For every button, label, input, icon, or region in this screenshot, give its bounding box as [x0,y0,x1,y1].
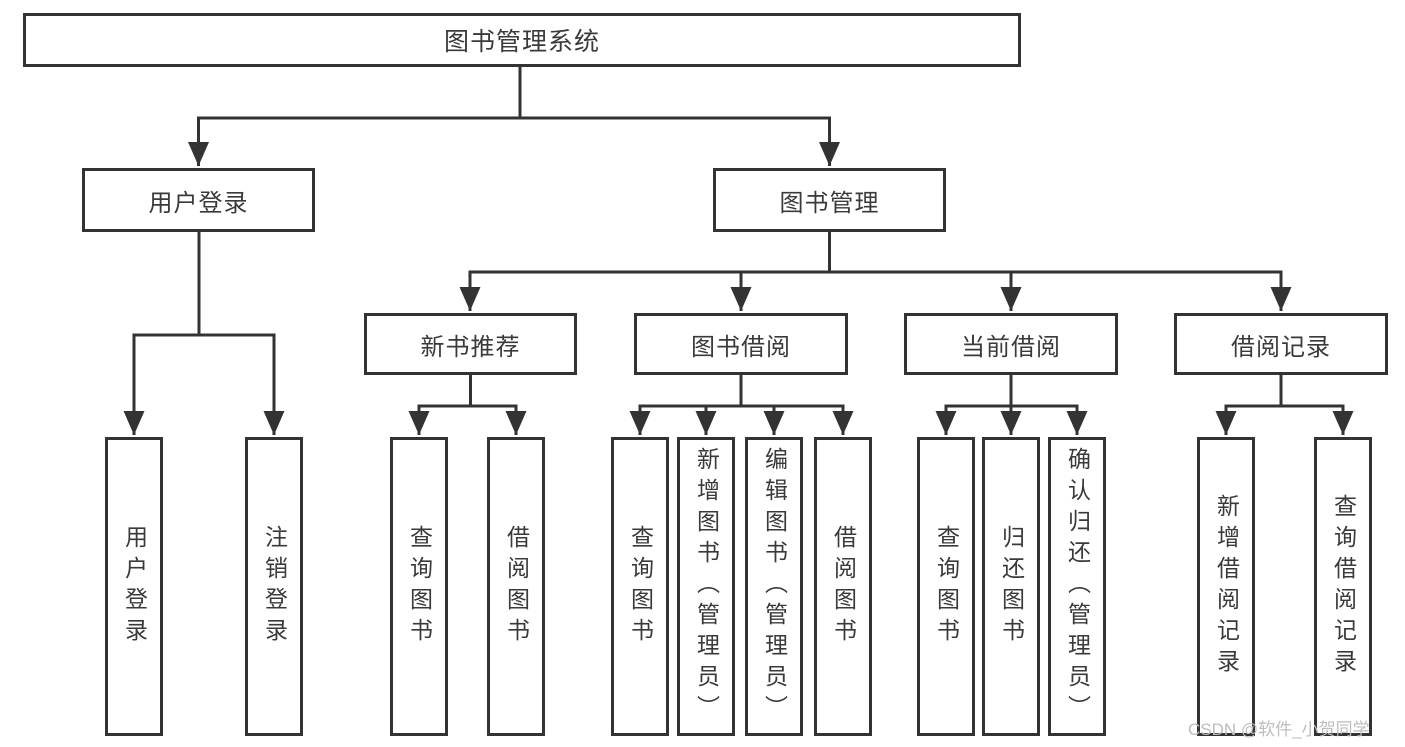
leaf-add-books-admin: 新增图书（管理员） [677,437,735,736]
node-book-borrowing: 图书借阅 [634,313,848,375]
node-current-borrowing: 当前借阅 [904,313,1118,375]
leaf-query-books: 查询图书 [917,437,975,736]
leaf-borrow-books: 借阅图书 [814,437,872,736]
leaf-query-borrow-record: 查询借阅记录 [1314,437,1372,736]
leaf-borrow-books: 借阅图书 [487,437,545,736]
leaf-user-login: 用户登录 [105,437,163,736]
leaf-edit-books-admin: 编辑图书（管理员） [745,437,803,736]
csdn-watermark: CSDN @软件_小贺同学 [1188,720,1370,739]
leaf-return-books: 归还图书 [982,437,1040,736]
leaf-logout: 注销登录 [245,437,303,736]
node-book-management: 图书管理 [713,168,946,232]
node-borrowing-records: 借阅记录 [1174,313,1388,375]
node-new-book-recommend: 新书推荐 [364,313,577,375]
leaf-confirm-return-admin: 确认归还（管理员） [1048,437,1106,736]
node-library-management-system: 图书管理系统 [23,13,1021,67]
leaf-add-borrow-record: 新增借阅记录 [1197,437,1255,736]
node-user-login: 用户登录 [82,168,315,232]
leaf-query-books: 查询图书 [611,437,669,736]
leaf-query-books: 查询图书 [390,437,448,736]
